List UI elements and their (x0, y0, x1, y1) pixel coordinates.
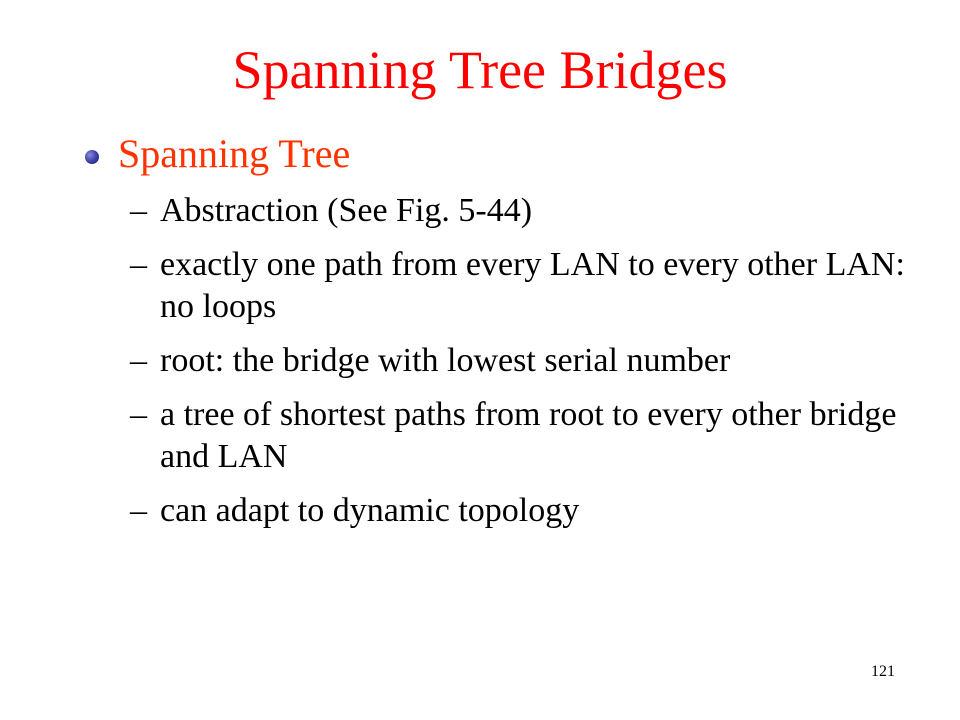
sub-bullet-text: a tree of shortest paths from root to ev… (160, 396, 897, 475)
sub-bullet-item: – a tree of shortest paths from root to … (130, 394, 930, 478)
bullet-item: Spanning Tree (85, 126, 350, 182)
dash-marker: – (130, 192, 147, 229)
dash-marker: – (130, 492, 147, 529)
sub-bullet-item: – root: the bridge with lowest serial nu… (130, 340, 930, 382)
dash-marker: – (130, 342, 147, 379)
sub-bullet-text: Abstraction (See Fig. 5-44) (160, 192, 533, 229)
bullet-text: Spanning Tree (118, 131, 351, 176)
sub-bullet-text: can adapt to dynamic topology (160, 492, 580, 529)
sub-bullet-item: – exactly one path from every LAN to eve… (130, 244, 930, 328)
sub-bullet-item: – can adapt to dynamic topology (130, 490, 930, 532)
bullet-dot-icon (85, 150, 99, 164)
dash-marker: – (130, 246, 147, 283)
sub-bullet-text: root: the bridge with lowest serial numb… (160, 342, 731, 379)
dash-marker: – (130, 396, 147, 433)
page-number: 121 (871, 663, 895, 680)
sub-bullet-item: – Abstraction (See Fig. 5-44) (130, 190, 930, 232)
slide-title: Spanning Tree Bridges (232, 40, 728, 100)
sub-bullet-text: exactly one path from every LAN to every… (160, 246, 905, 325)
sub-bullet-list: – Abstraction (See Fig. 5-44) – exactly … (130, 190, 930, 544)
